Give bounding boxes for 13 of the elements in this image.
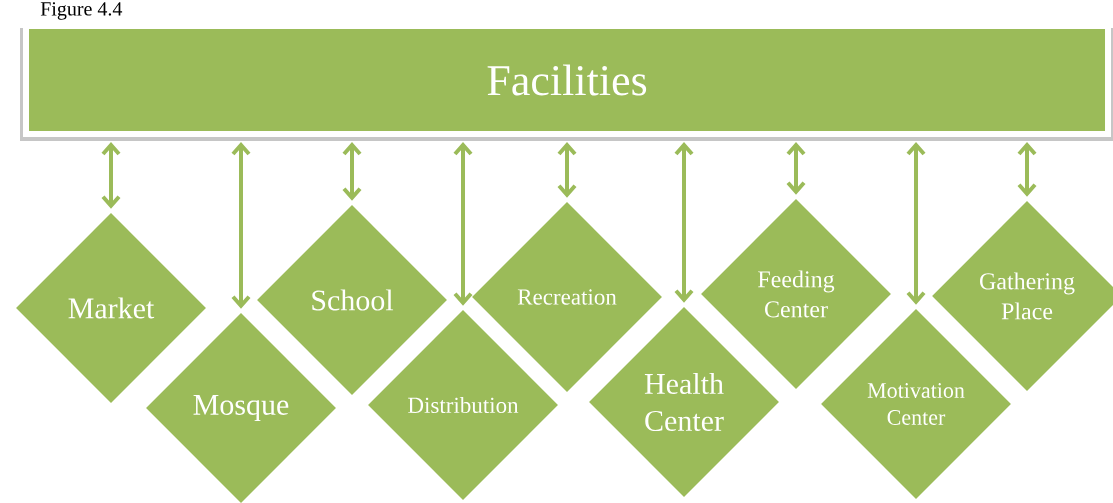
double-arrow [1017, 142, 1037, 197]
double-arrow [101, 142, 121, 209]
double-arrow [342, 142, 362, 201]
double-arrow [231, 142, 251, 309]
node-label: Recreation [517, 289, 617, 305]
double-arrow [906, 142, 926, 305]
node-label: School [312, 289, 394, 311]
facilities-box: Facilities [23, 23, 1111, 137]
double-arrow [557, 142, 577, 198]
double-arrow [453, 142, 473, 306]
double-arrow [674, 142, 694, 303]
double-arrow [786, 142, 806, 195]
node-label: Distribution [408, 396, 519, 414]
